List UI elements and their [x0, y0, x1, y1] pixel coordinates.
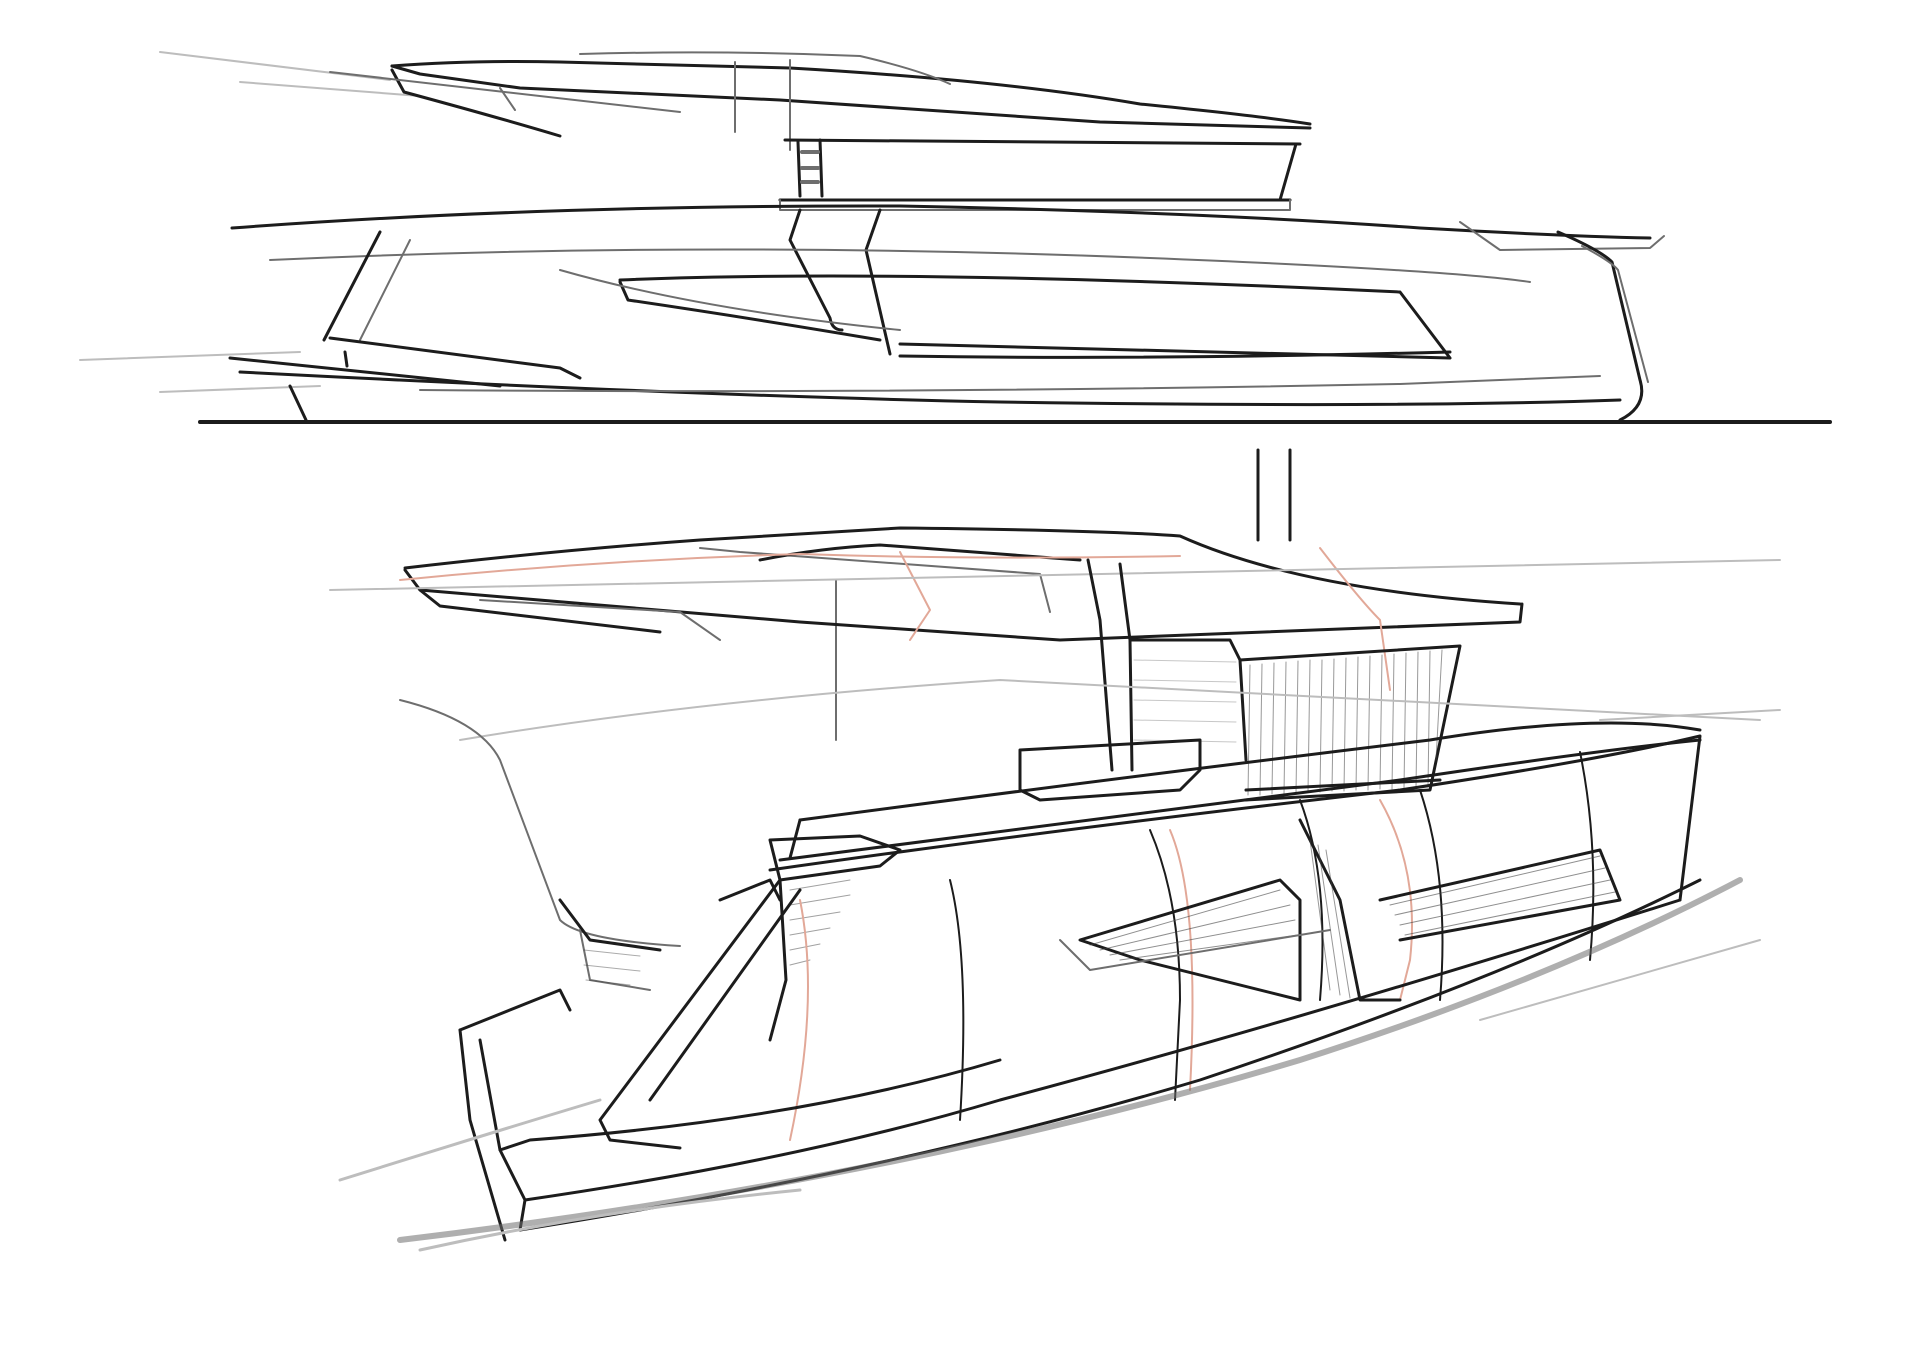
side-elevation-view	[79, 51, 1832, 424]
perspective-view	[329, 448, 1781, 1252]
